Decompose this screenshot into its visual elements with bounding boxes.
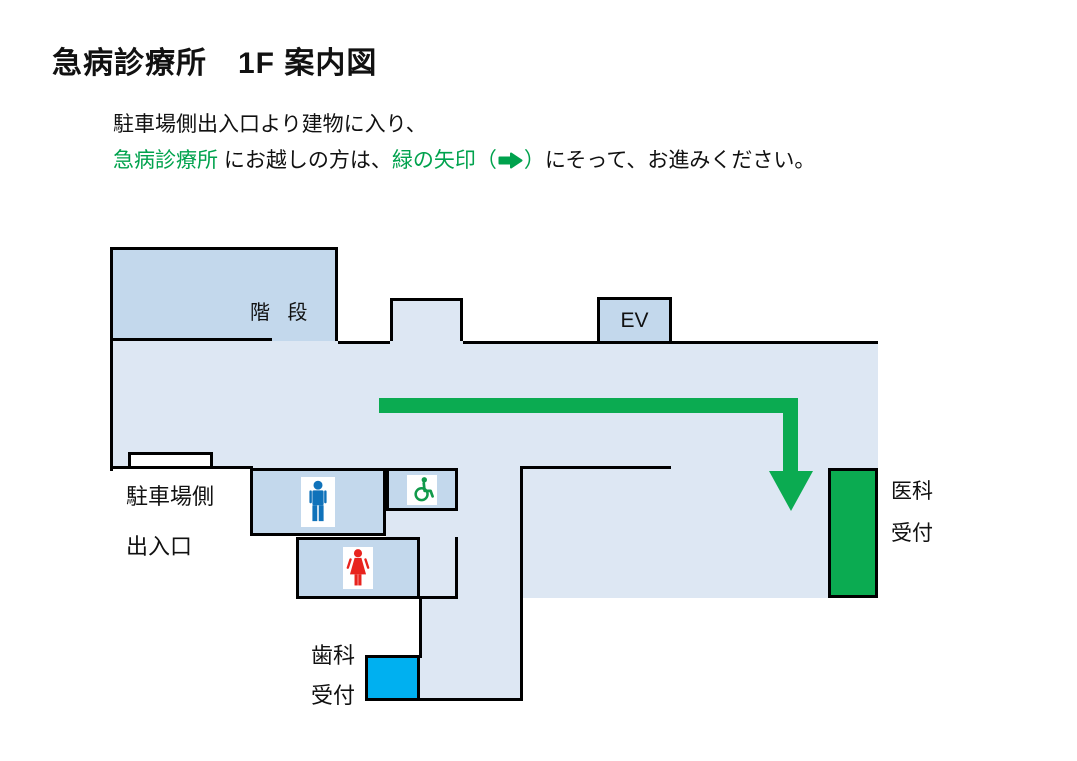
dental-reception-label: 歯科 受付 [311, 643, 355, 709]
hall-top-wall-left [338, 341, 390, 344]
notch-wall-vertical [455, 537, 458, 599]
dental-label-line2: 受付 [311, 683, 356, 708]
medical-label-line1: 医科 [891, 480, 933, 503]
instructions: 駐車場側出入口より建物に入り、 急病診療所 にお越しの方は、緑の矢印（ ）にそって… [113, 107, 815, 179]
hall-left-wall [110, 341, 113, 471]
medical-reception-label: 医科 受付 [891, 479, 933, 547]
elevator-label: EV [620, 308, 649, 332]
stairs-bottom-wall [110, 338, 272, 341]
medical-reception-box [828, 468, 878, 598]
mens-toilet-plaque [301, 477, 335, 527]
accessible-toilet-plaque [407, 474, 437, 505]
entrance-door [128, 452, 213, 469]
route-down-arrow-icon [379, 398, 813, 511]
instr-text-3: にそって、お進みください。 [544, 149, 816, 172]
entrance-label-line1: 駐車場側 [126, 484, 215, 509]
womens-toilet-icon [346, 548, 370, 585]
green-paren-close: ） [523, 149, 545, 172]
green-right-arrow-icon [498, 152, 523, 169]
t-wall-vertical [520, 466, 523, 701]
clinic-name-text: 急病診療所 [113, 149, 218, 172]
green-arrow-text: 緑の矢印（ [391, 149, 497, 172]
dental-reception-box [365, 655, 420, 701]
instr-text-2: にお越しの方は、 [218, 149, 392, 172]
elevator-room: EV [597, 297, 672, 344]
corridor-left-wall [419, 596, 422, 658]
notch-wall-horizontal [419, 596, 458, 599]
womens-toilet-plaque [343, 547, 373, 589]
stairs-room [110, 247, 338, 341]
corridor-upper-floor [458, 468, 522, 538]
womens-toilet-room [296, 537, 420, 599]
dental-label-line1: 歯科 [311, 643, 356, 668]
corridor-lower-floor [420, 599, 522, 701]
alcove-recess [390, 298, 463, 341]
entrance-label-line2: 出入口 [126, 534, 193, 559]
corridor-mid-floor [419, 537, 522, 599]
mens-toilet-icon [309, 480, 327, 522]
corridor-bottom-wall [420, 698, 523, 701]
entrance-label: 駐車場側 出入口 [126, 484, 214, 560]
wheelchair-icon [413, 477, 434, 502]
t-wall-horizontal [522, 466, 671, 469]
corridor-widening-floor [386, 511, 458, 538]
stairs-label: 階 段 [250, 302, 314, 324]
accessible-toilet-room [386, 468, 458, 511]
instructions-line1: 駐車場側出入口より建物に入り、 [113, 113, 427, 136]
mens-toilet-room [250, 468, 386, 536]
medical-label-line2: 受付 [891, 522, 933, 545]
page-title: 急病診療所 1F 案内図 [52, 47, 378, 80]
hall-right-lower-floor [522, 468, 878, 598]
instructions-line2: 急病診療所 にお越しの方は、緑の矢印（ ）にそって、お進みください。 [113, 143, 815, 179]
